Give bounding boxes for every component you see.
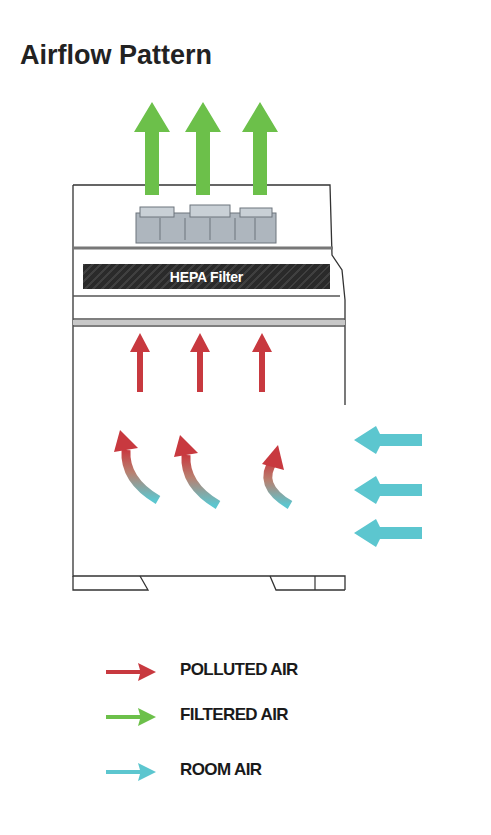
plenum-line xyxy=(73,247,333,250)
legend-text: FILTERED AIR xyxy=(180,705,288,724)
legend-entry: ROOM AIR xyxy=(180,760,261,780)
filter-band: HEPA Filter xyxy=(83,264,330,289)
legend-arrow xyxy=(106,763,156,781)
mixing-arrow xyxy=(114,430,290,505)
filtered-air-arrow xyxy=(134,102,278,195)
cabinet-foot xyxy=(73,576,148,590)
blower-fan xyxy=(136,205,276,243)
legend-entry: FILTERED AIR xyxy=(180,705,288,725)
legend-entry: POLLUTED AIR xyxy=(180,660,298,680)
legend-text: POLLUTED AIR xyxy=(180,660,298,679)
plenum-line xyxy=(73,295,340,296)
legend-arrow xyxy=(106,708,156,726)
cabinet-outline xyxy=(73,185,345,590)
legend-text: ROOM AIR xyxy=(180,760,261,779)
plenum-line xyxy=(73,320,345,325)
filter-label: HEPA Filter xyxy=(170,269,243,285)
plenum-line xyxy=(73,318,345,319)
diagram-title: Airflow Pattern xyxy=(20,40,212,71)
cabinet-outline xyxy=(73,185,345,405)
legend-arrow xyxy=(106,663,156,681)
polluted-air-arrow xyxy=(130,333,272,392)
room-air-arrow xyxy=(354,426,422,547)
cabinet-foot xyxy=(270,576,345,590)
